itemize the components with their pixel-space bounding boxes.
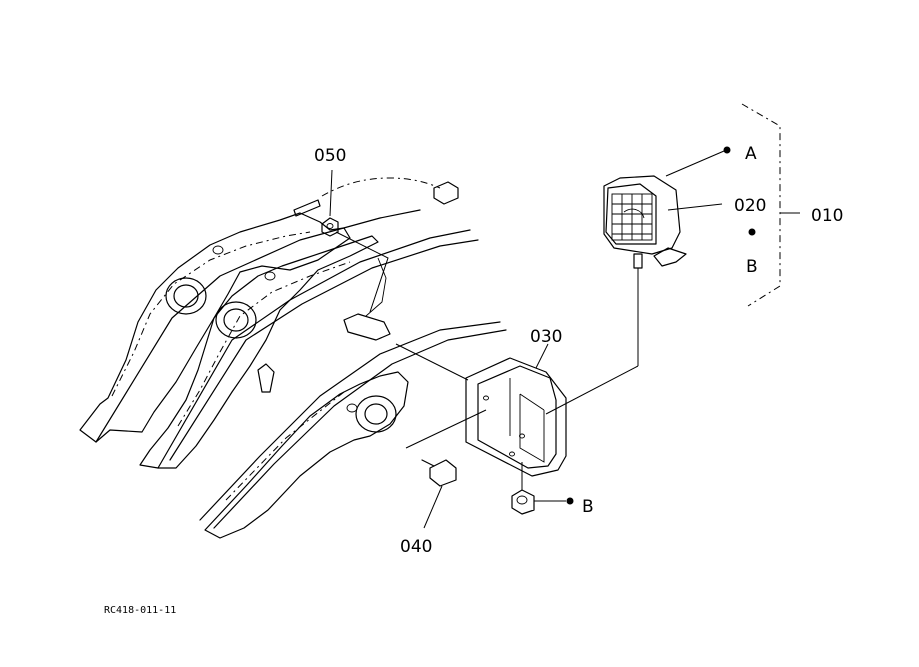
pin-boss-lower-inner [364, 403, 388, 425]
work-lamp [545, 175, 687, 415]
leader-a [665, 150, 725, 177]
clamp-wire [365, 257, 387, 317]
callout-020: 020 [734, 196, 766, 216]
dot-b-bottom [566, 497, 574, 505]
boom-lower-plate [204, 371, 409, 539]
callout-b-top: B [746, 257, 758, 277]
callout-010: 010 [811, 206, 843, 226]
drawing-code: RC418-011-11 [104, 605, 176, 616]
rail-upper-c [169, 239, 479, 461]
lamp-cover [465, 343, 567, 477]
pin-boss-lower-outer [355, 395, 397, 433]
dot-b-top [748, 228, 756, 236]
callout-040: 040 [400, 537, 432, 557]
lamp-bracket [653, 247, 687, 267]
cover-outer [465, 357, 567, 477]
flange-nut-bore [516, 495, 528, 505]
part-040-bolt [405, 409, 487, 529]
bolt-head [429, 459, 457, 487]
boom-structure [79, 199, 507, 539]
boom-left-plate [79, 212, 351, 443]
callout-a: A [745, 144, 757, 164]
leader-030 [535, 343, 549, 369]
callout-030: 030 [530, 327, 562, 347]
flange-nut-hex [511, 489, 535, 515]
lamp-grid [612, 194, 652, 240]
cover-inner [477, 365, 557, 469]
boom-middle-plate [139, 235, 379, 469]
lamp-housing [603, 175, 681, 255]
clamp-part [343, 313, 391, 341]
rail-upper-a [95, 209, 421, 443]
nut-050-bore [326, 223, 334, 229]
lamp-stud [633, 253, 643, 269]
assembly-bracket-010 [665, 103, 800, 307]
pin-boss-left-outer [165, 277, 207, 315]
cover-hole-3 [509, 451, 515, 457]
dot-a [723, 146, 731, 154]
pin-boss-middle-inner [223, 308, 249, 332]
harness-connector [433, 181, 459, 205]
rail-upper-b [157, 229, 471, 469]
lamp-to-cover-leader [545, 365, 639, 415]
cover-hole-1 [483, 395, 489, 401]
boom-slot [293, 199, 321, 217]
leader-050 [329, 169, 333, 217]
hole-a [212, 245, 224, 255]
bracket-010-dashed [741, 103, 781, 307]
leader-040 [423, 485, 443, 529]
bolt-leader [405, 409, 487, 449]
boom-middle-hidden [177, 261, 351, 427]
leader-clamp-cover [395, 343, 469, 381]
callout-b-bottom: B [582, 497, 594, 517]
callout-050: 050 [314, 146, 346, 166]
cover-hole-2 [519, 433, 525, 439]
hole-b [264, 271, 276, 281]
wire-harness [321, 177, 469, 381]
part-050-nut [321, 169, 339, 237]
pin-boss-middle-outer [215, 301, 257, 339]
nut-050-hex [321, 217, 339, 237]
flange-nut [511, 462, 574, 515]
hole-c [346, 403, 358, 413]
small-bracket [257, 363, 275, 393]
bolt-shank [421, 459, 435, 467]
harness-dashed [321, 177, 441, 197]
boom-left-hidden [111, 231, 311, 397]
boom-lower-hidden [225, 391, 345, 501]
rail-lower-b [213, 329, 507, 529]
lamp-rim [605, 183, 657, 245]
leader-050-clamp [335, 231, 389, 313]
cover-inner-walls [509, 378, 545, 463]
pin-boss-left-inner [173, 284, 199, 308]
rail-lower-a [199, 321, 501, 521]
leader-020 [667, 203, 723, 211]
lamp-bulb-filament [623, 208, 645, 219]
